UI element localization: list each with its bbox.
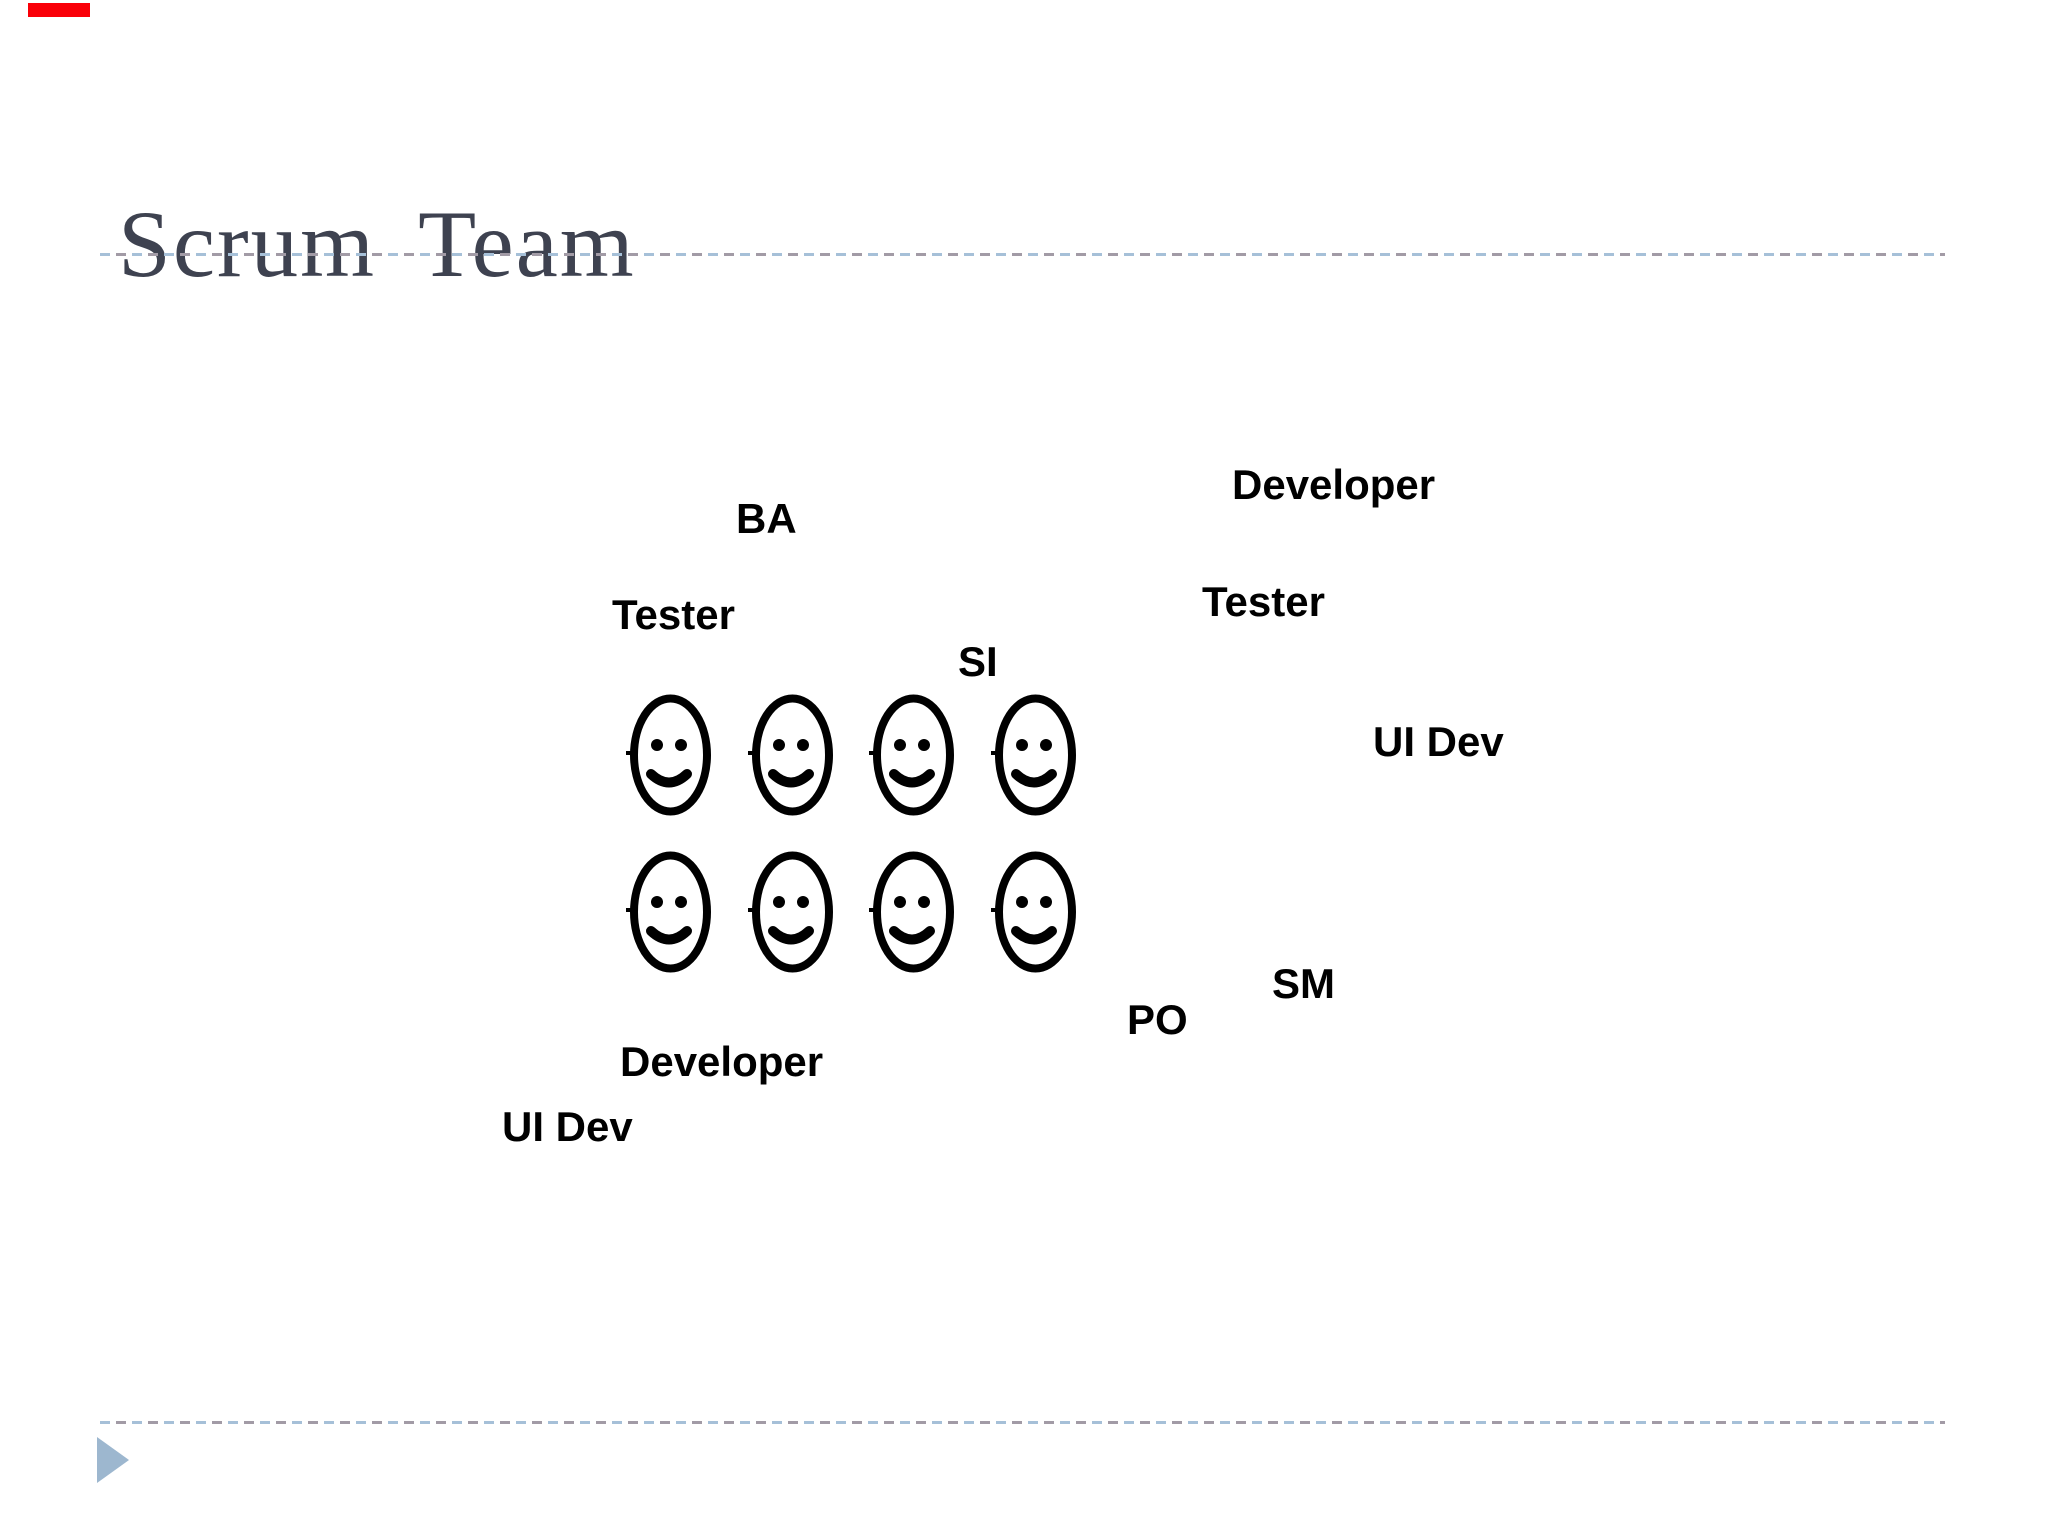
role-label-developer-bottom: Developer: [620, 1038, 824, 1085]
title-divider-dashed-line: [100, 253, 1945, 256]
person-smiley-icon: [626, 694, 711, 816]
slide-title: Scrum Team: [118, 190, 636, 297]
person-smiley-icon: [991, 694, 1076, 816]
footer-divider-dashed-line: [100, 1421, 1945, 1424]
role-label-tester-right: Tester: [1202, 578, 1325, 625]
play-triangle-icon: [97, 1437, 129, 1483]
role-label-si: SI: [958, 638, 998, 685]
person-smiley-icon: [748, 851, 833, 973]
person-smiley-icon: [869, 694, 954, 816]
role-label-ui-dev-bottom: UI Dev: [502, 1103, 633, 1150]
role-label-sm: SM: [1272, 960, 1335, 1007]
person-smiley-icon: [869, 851, 954, 973]
person-smiley-icon: [748, 694, 833, 816]
role-label-developer-top: Developer: [1232, 461, 1436, 508]
person-smiley-icon: [991, 851, 1076, 973]
red-marker: [28, 3, 90, 17]
person-smiley-icon: [626, 851, 711, 973]
role-label-po: PO: [1127, 996, 1188, 1043]
role-label-ui-dev-right: UI Dev: [1373, 718, 1504, 765]
role-label-tester-left: Tester: [612, 591, 735, 638]
role-label-ba: BA: [736, 495, 797, 542]
